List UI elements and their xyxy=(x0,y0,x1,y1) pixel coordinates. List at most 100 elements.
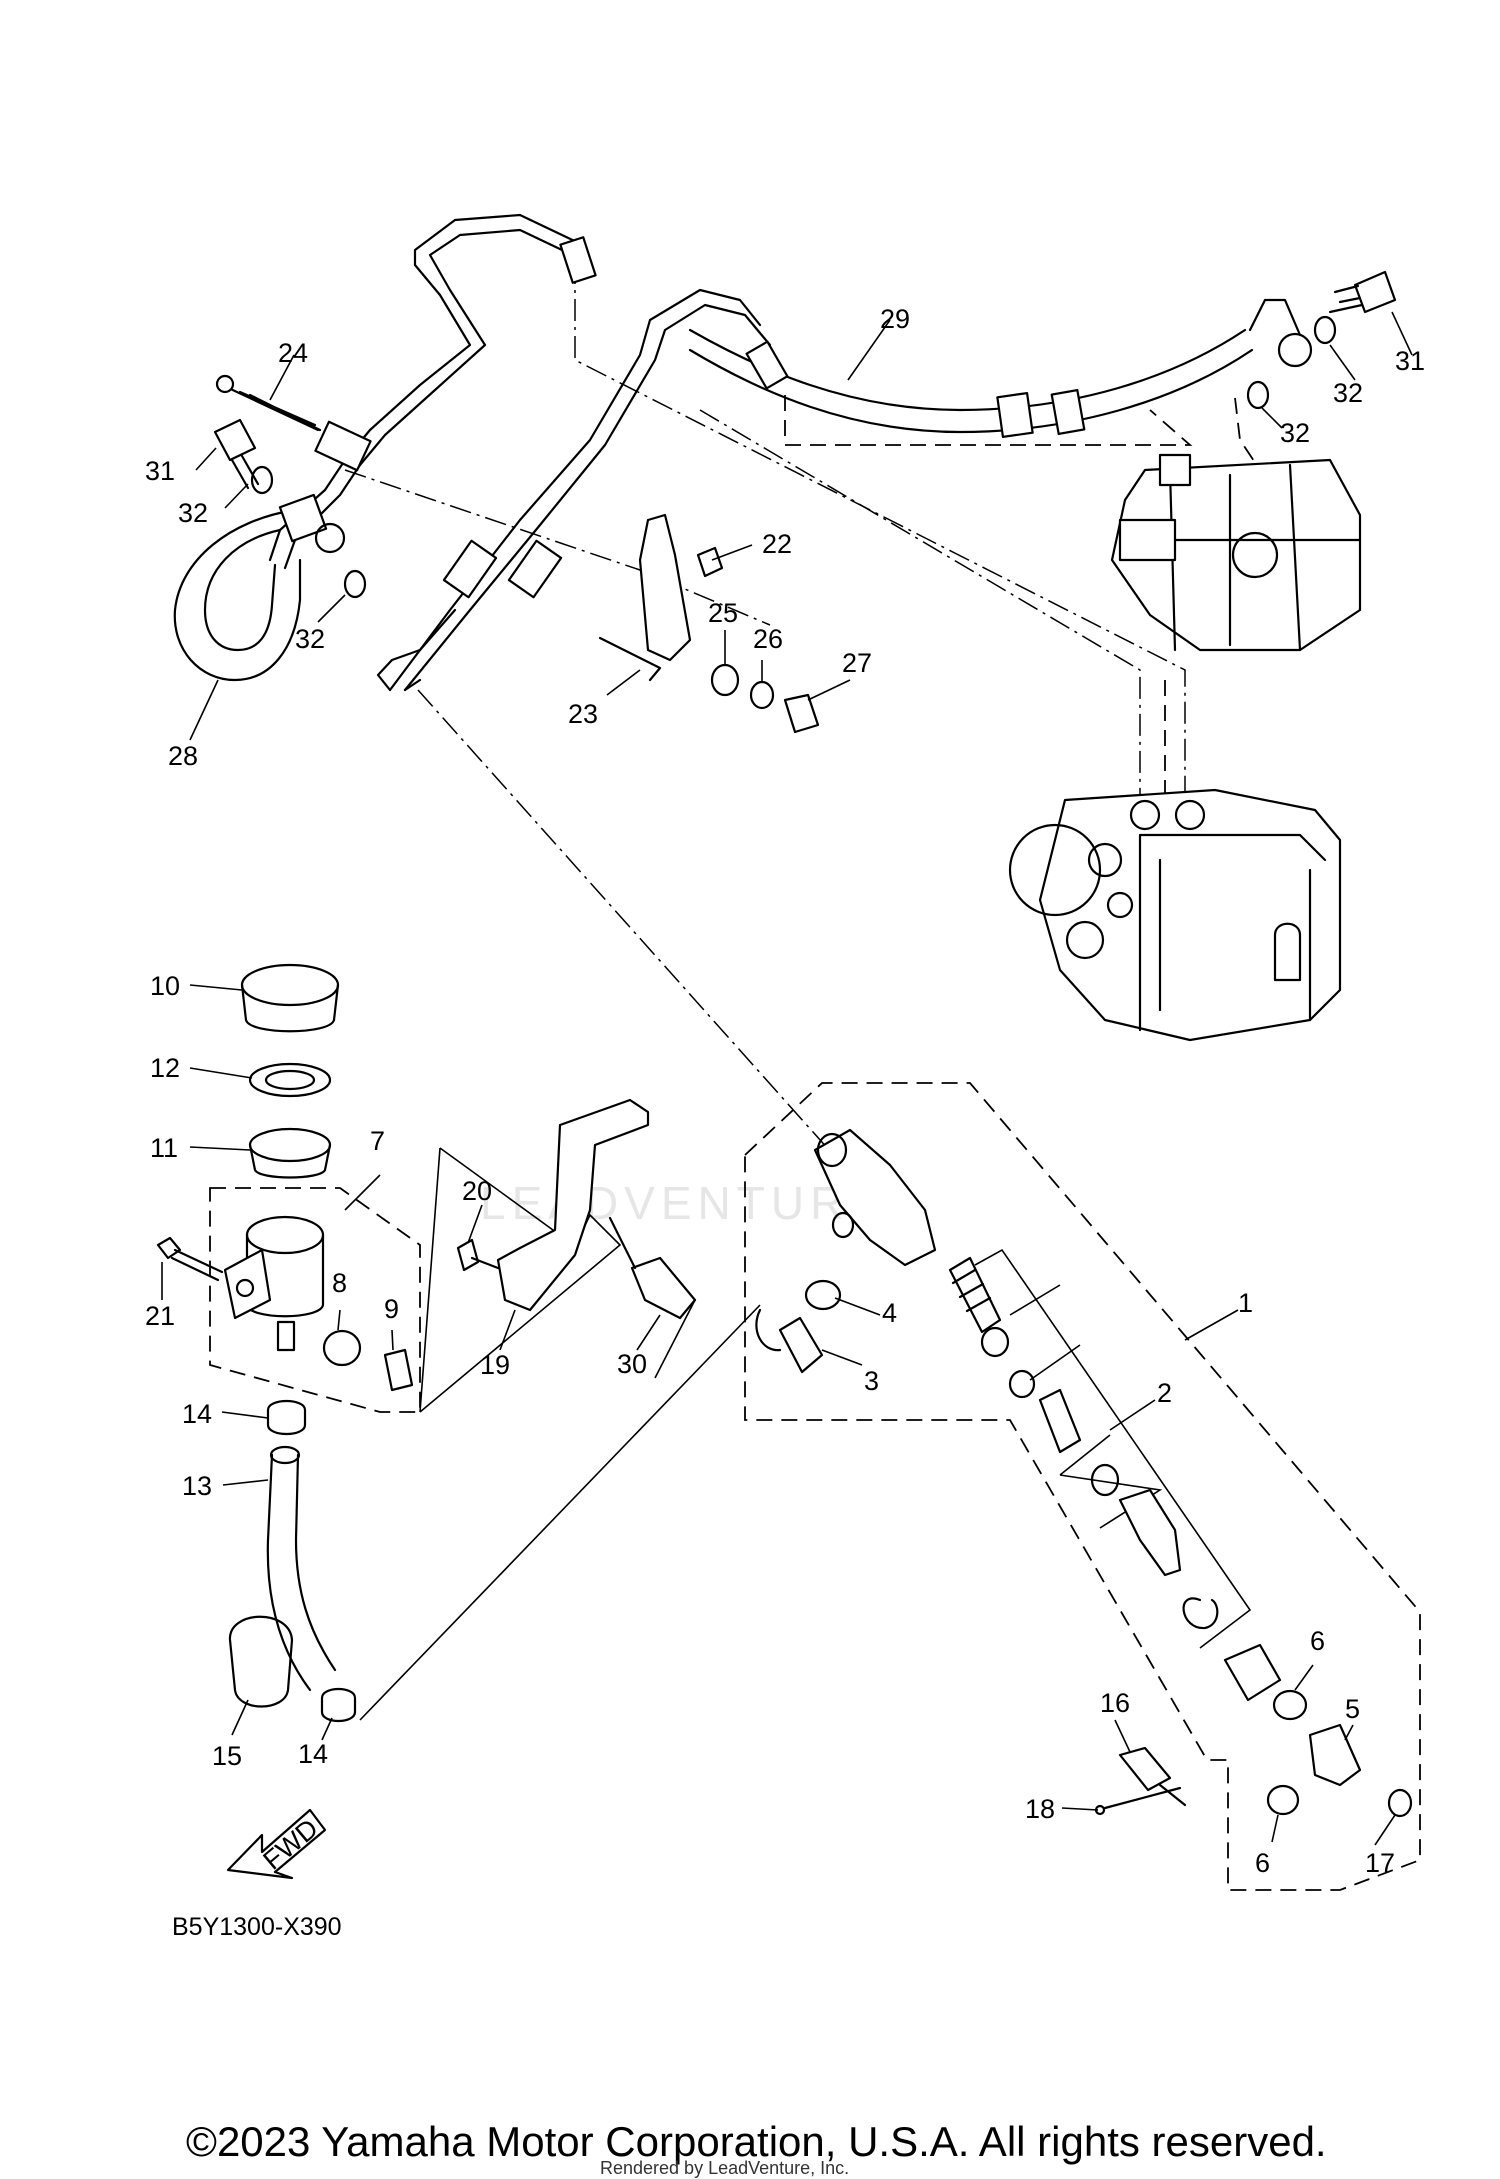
callout-3: 3 xyxy=(864,1366,879,1396)
callout-5: 5 xyxy=(1345,1694,1360,1724)
spring-2-coils xyxy=(951,1268,992,1313)
switch-30-cable xyxy=(608,1216,637,1270)
bolt-20 xyxy=(456,1238,480,1272)
caliper-link-boundary xyxy=(784,395,1193,446)
callout-26: 26 xyxy=(753,624,783,654)
callout-10: 10 xyxy=(150,971,180,1001)
brake-caliper xyxy=(1110,453,1362,652)
bolt-20-thread xyxy=(470,1256,500,1270)
hose-29-end-left xyxy=(745,340,789,390)
collar-26 xyxy=(749,680,775,710)
joint-9 xyxy=(383,1348,414,1392)
bracket-23 xyxy=(638,513,692,662)
switch-30 xyxy=(630,1256,697,1320)
banjo-29-right xyxy=(1277,332,1313,368)
watermark: LEADVENTURE xyxy=(480,1177,886,1229)
brake-hose-28-inner xyxy=(203,528,282,652)
nut-6-upper xyxy=(1272,1689,1308,1721)
hose-joint-3-stem xyxy=(755,1308,782,1352)
cup-2b xyxy=(1008,1369,1036,1399)
hose-29-joint-a xyxy=(996,392,1034,438)
callout-4: 4 xyxy=(882,1298,897,1328)
diaphragm-11 xyxy=(248,1127,332,1179)
copyright-notice: ©2023 Yamaha Motor Corporation, U.S.A. A… xyxy=(186,2118,1327,2165)
bolt-24-thread xyxy=(238,390,322,432)
reservoir-7 xyxy=(223,1215,325,1352)
routing-line-abs-1 xyxy=(699,409,1141,810)
callout-8: 8 xyxy=(332,1268,347,1298)
dust-boot xyxy=(1223,1643,1282,1702)
push-rod-2 xyxy=(1118,1488,1182,1577)
bolt-22 xyxy=(696,546,724,578)
callout-15: 15 xyxy=(212,1741,242,1771)
piston-2 xyxy=(1038,1388,1082,1454)
callout-11: 11 xyxy=(150,1133,178,1163)
rendered-by: Rendered by LeadVenture, Inc. xyxy=(600,2158,850,2178)
cotter-pin-18 xyxy=(1103,1786,1182,1810)
nut-6-lower xyxy=(1266,1784,1300,1816)
master-cylinder-1 xyxy=(813,1128,937,1267)
callout-22: 22 xyxy=(762,529,792,559)
cup-2a xyxy=(980,1326,1010,1358)
pipe-grommet-2 xyxy=(507,539,563,599)
brake-hose-28 xyxy=(173,508,302,682)
washer-17 xyxy=(1387,1788,1413,1818)
callout-12: 12 xyxy=(150,1053,180,1083)
callout-19: 19 xyxy=(480,1350,510,1380)
o-ring-4 xyxy=(804,1279,842,1311)
clamp-block-24 xyxy=(314,420,372,472)
brake-pipe-upper-inner xyxy=(283,228,585,570)
screw-21 xyxy=(156,1236,182,1260)
pin-16 xyxy=(1118,1746,1172,1792)
hose-to-master-leader xyxy=(359,1304,761,1721)
callout-6a: 6 xyxy=(1310,1626,1325,1656)
callout-30: 30 xyxy=(617,1349,647,1379)
grommet-8 xyxy=(322,1329,362,1367)
circlip-2 xyxy=(1182,1597,1219,1630)
union-bolt-31-left xyxy=(213,418,257,462)
assembly-7-boundary xyxy=(209,1187,421,1413)
screw-21-thread xyxy=(170,1248,224,1282)
reservoir-cap-10 xyxy=(240,963,340,1033)
hose-29-joint-b xyxy=(1050,388,1086,436)
callout-17: 17 xyxy=(1365,1848,1395,1878)
fwd-arrow-icon: FWD xyxy=(226,1808,327,1880)
diagram-code: B5Y1300-X390 xyxy=(172,1913,342,1941)
callout-32a: 32 xyxy=(178,498,208,528)
callout-23: 23 xyxy=(568,699,598,729)
callout-24: 24 xyxy=(278,338,308,368)
callout-1: 1 xyxy=(1238,1288,1253,1318)
abs-unit xyxy=(1008,788,1342,1042)
piston-cup-2 xyxy=(1090,1463,1120,1497)
callout-25: 25 xyxy=(708,598,738,628)
callout-28: 28 xyxy=(168,741,198,771)
brake-hose-29-inner xyxy=(688,348,1254,434)
hose-joint-3 xyxy=(778,1316,824,1374)
hose-clip-14-top xyxy=(266,1399,307,1436)
callout-32d: 32 xyxy=(1280,418,1310,448)
callout-6b: 6 xyxy=(1255,1848,1270,1878)
callout-31b: 31 xyxy=(1395,346,1425,376)
kit-2-bracket xyxy=(974,1248,1252,1649)
pipe-fitting-top xyxy=(559,236,597,284)
hose-clip-14-bottom xyxy=(320,1687,357,1723)
washer-32-d xyxy=(1246,380,1270,410)
callout-13: 13 xyxy=(182,1471,212,1501)
callout-32b: 32 xyxy=(295,624,325,654)
washer-32-a xyxy=(250,465,274,495)
callout-29: 29 xyxy=(880,304,910,334)
callout-leaders xyxy=(161,311,1413,1846)
union-bolt-31-right-thread xyxy=(1328,284,1364,314)
bolt-24 xyxy=(220,383,320,432)
plate-12 xyxy=(248,1062,332,1098)
callout-2: 2 xyxy=(1157,1378,1172,1408)
callout-20: 20 xyxy=(462,1176,492,1206)
assembly-1-boundary xyxy=(744,1082,1421,1891)
hose-13-end xyxy=(269,1445,301,1465)
bracket-23-clip xyxy=(598,636,662,682)
clevis-5 xyxy=(1308,1723,1362,1787)
bracket-19 xyxy=(496,1098,650,1312)
washer-32-c xyxy=(1313,315,1337,345)
bolt-24-head xyxy=(215,374,235,394)
